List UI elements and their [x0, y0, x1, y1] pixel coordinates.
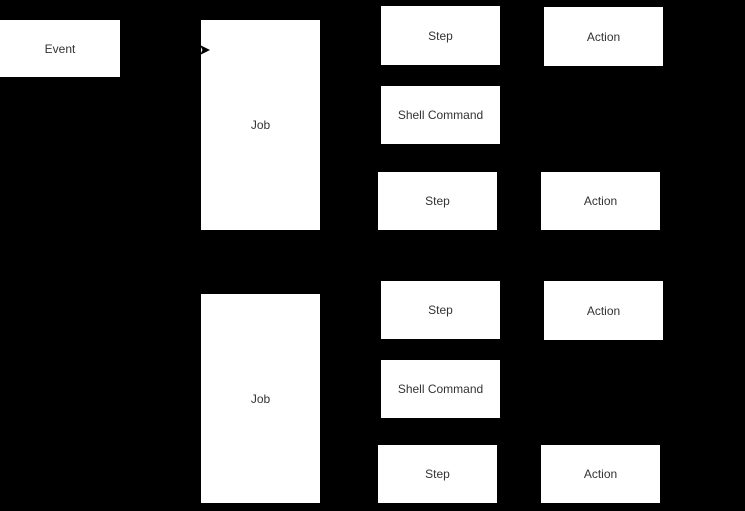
node-action-2[interactable]: Action — [541, 172, 660, 230]
node-step-3[interactable]: Step — [381, 281, 500, 339]
node-job-1[interactable]: Job — [201, 20, 320, 230]
node-step-1-label: Step — [428, 28, 453, 43]
node-shell-command-2[interactable]: Shell Command — [381, 360, 500, 418]
node-job-2-label: Job — [250, 391, 271, 406]
node-action-4-label: Action — [583, 467, 618, 481]
node-action-4[interactable]: Action — [541, 445, 660, 503]
node-action-2-label: Action — [583, 194, 618, 208]
node-action-3-label: Action — [586, 303, 621, 318]
node-action-1-label: Action — [586, 29, 621, 44]
node-shell-command-2-label: Shell Command — [397, 382, 484, 396]
node-step-4-label: Step — [425, 467, 450, 481]
node-step-2-label: Step — [425, 194, 450, 208]
node-step-2[interactable]: Step — [378, 172, 497, 230]
node-step-1[interactable]: Step — [381, 6, 500, 65]
node-event-label: Event — [44, 41, 76, 56]
node-step-4[interactable]: Step — [378, 445, 497, 503]
node-action-3[interactable]: Action — [544, 281, 663, 340]
node-action-1[interactable]: Action — [544, 7, 663, 66]
edge-arrowhead-icon — [200, 45, 210, 55]
node-shell-command-1-label: Shell Command — [397, 108, 484, 122]
node-job-2[interactable]: Job — [201, 294, 320, 503]
node-shell-command-1[interactable]: Shell Command — [381, 86, 500, 144]
node-event[interactable]: Event — [0, 20, 120, 77]
node-step-3-label: Step — [428, 303, 453, 317]
node-job-1-label: Job — [250, 118, 271, 132]
